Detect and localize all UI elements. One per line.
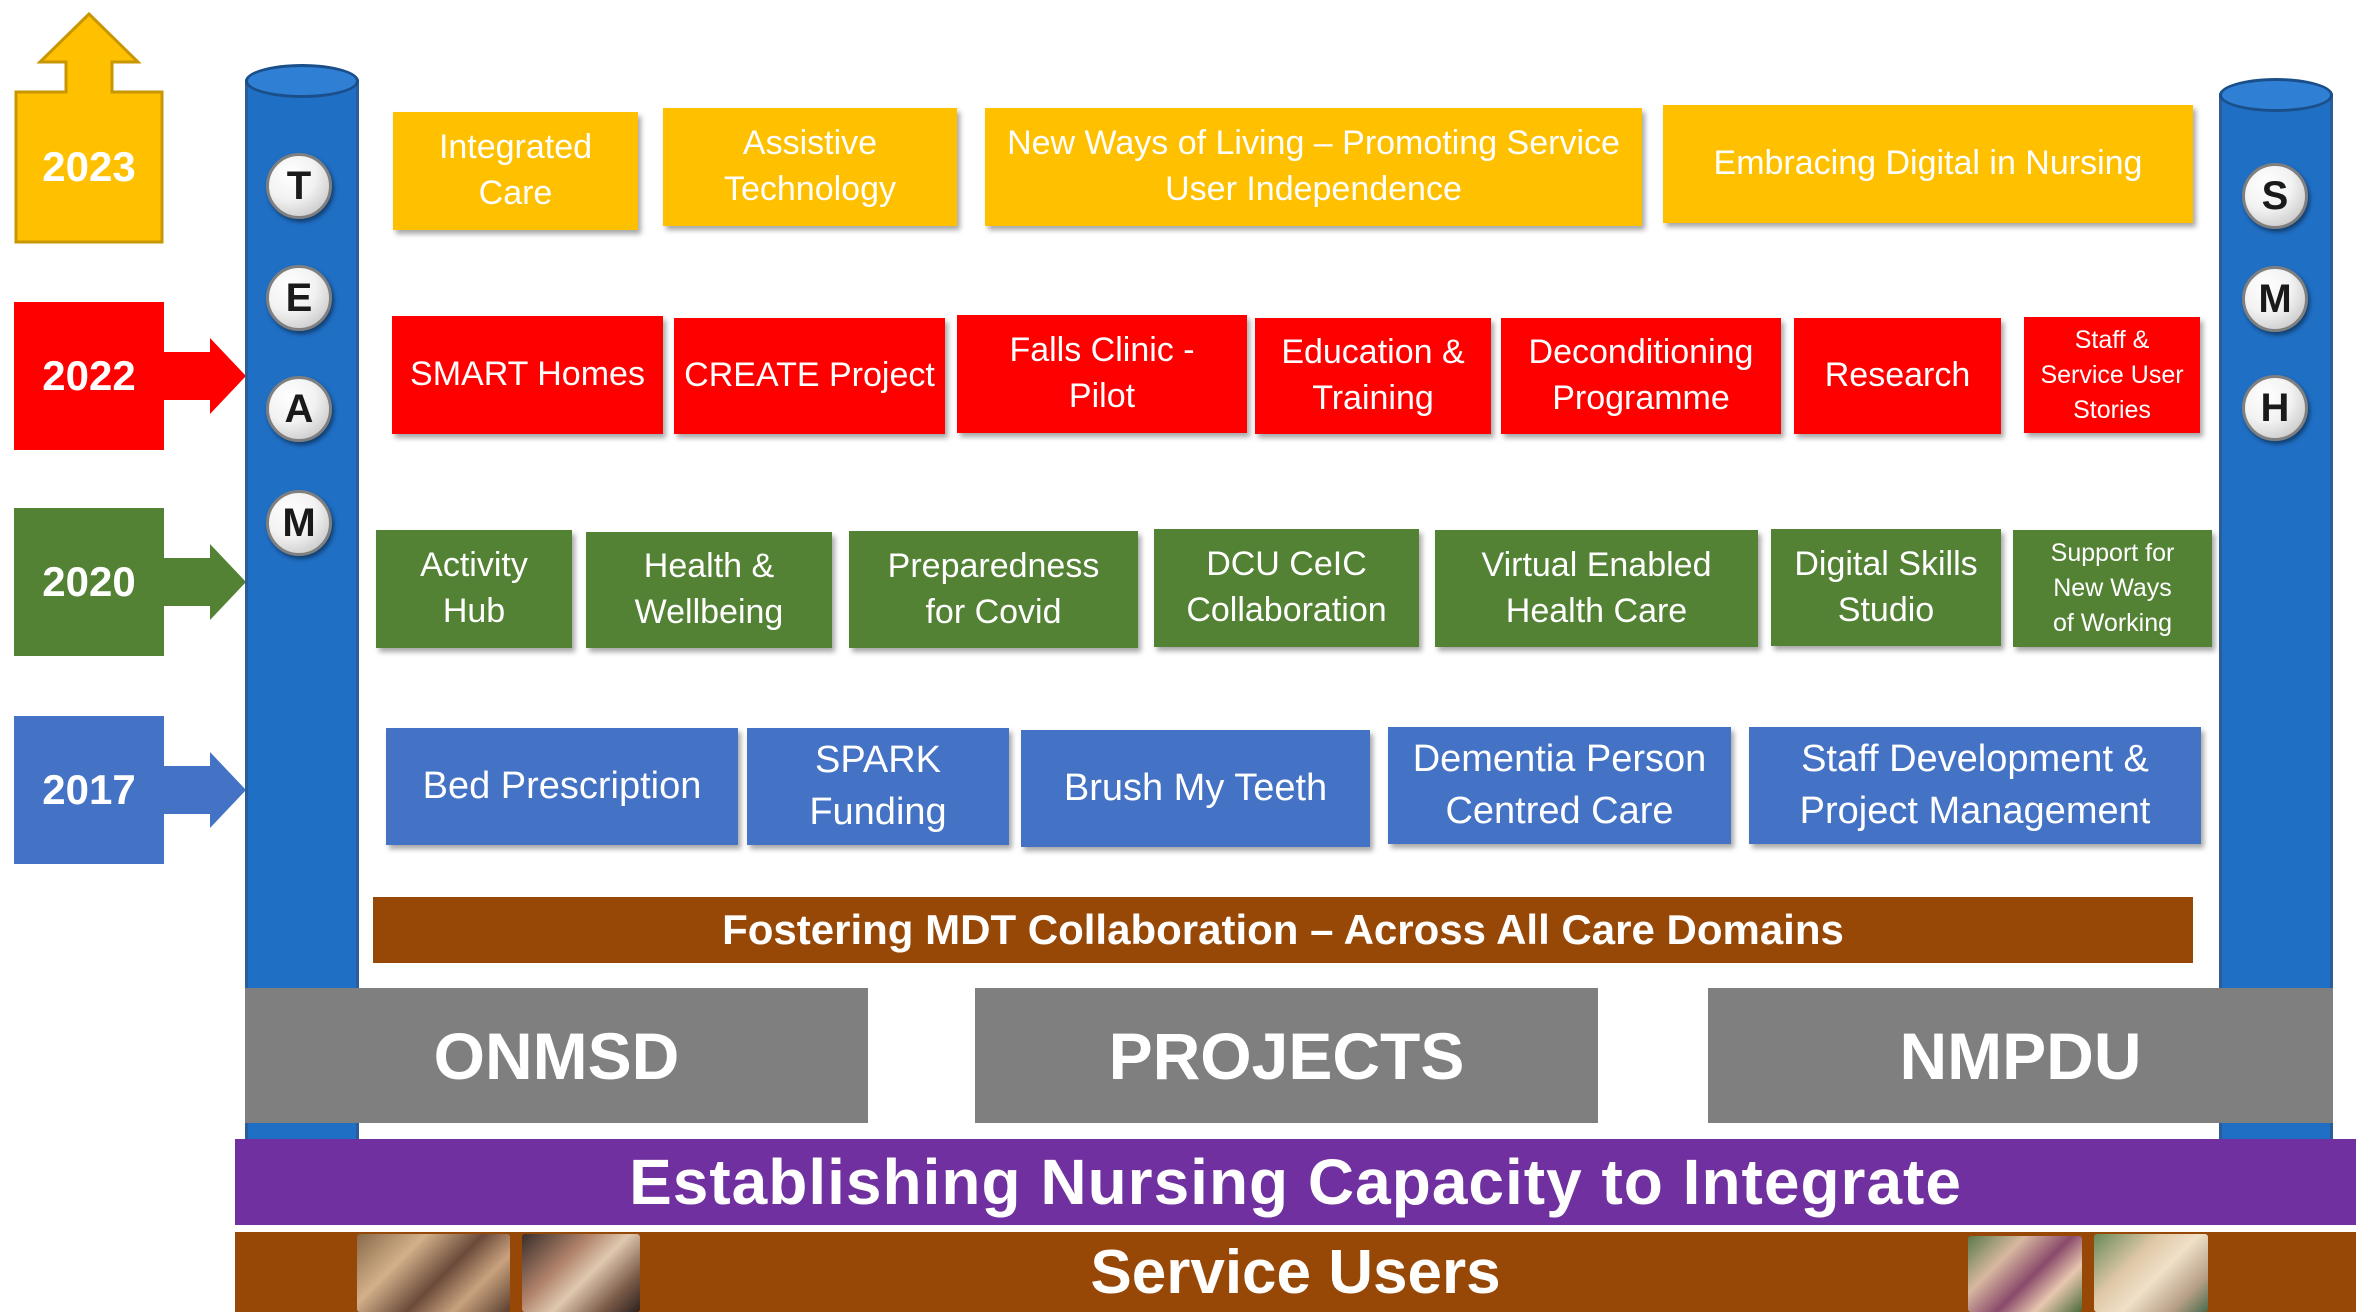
year-2020-arrow: 2020 [14,508,246,656]
right-pillar [2219,94,2333,1140]
box-activity-hub: Activity Hub [376,530,572,648]
team-letter-a: A [266,376,332,442]
year-2020-label: 2020 [42,558,136,605]
left-pillar-top [245,64,359,98]
box-new-ways-of-living: New Ways of Living – Promoting Service U… [985,108,1642,226]
base-onmsd: ONMSD [245,988,868,1123]
box-staff-development-project-management: Staff Development & Project Management [1749,727,2201,844]
right-arrow-icon [14,302,246,450]
service-user-photo-4 [2094,1234,2208,1312]
team-letter-m: M [266,490,332,556]
service-user-photo-3 [1968,1236,2082,1312]
service-users-label: Service Users [1090,1237,1501,1307]
year-2023-arrow: 2023 [14,12,164,244]
smh-letter-h: H [2242,375,2308,441]
box-support-new-ways-working: Support for New Ways of Working [2013,530,2212,647]
year-2017-arrow: 2017 [14,716,246,864]
year-2023-label: 2023 [42,143,136,190]
box-staff-service-user-stories: Staff & Service User Stories [2024,317,2200,433]
box-health-wellbeing: Health & Wellbeing [586,532,832,648]
year-2022-label: 2022 [42,352,136,399]
right-arrow-icon [14,716,246,864]
smh-letter-m: M [2242,266,2308,332]
box-bed-prescription: Bed Prescription [386,728,738,845]
year-2022-arrow: 2022 [14,302,246,450]
box-education-training: Education & Training [1255,318,1491,434]
base-projects: PROJECTS [975,988,1598,1123]
service-user-photo-2 [522,1234,640,1312]
box-integrated-care: Integrated Care [393,112,638,230]
box-assistive-technology: Assistive Technology [663,108,957,226]
box-dementia-person-centred-care: Dementia Person Centred Care [1388,727,1731,844]
box-create-project: CREATE Project [674,318,945,434]
service-user-photo-1 [357,1234,510,1312]
box-embracing-digital: Embracing Digital in Nursing [1663,105,2193,223]
up-arrow-icon [14,12,164,244]
year-2017-label: 2017 [42,766,136,813]
left-pillar [245,80,359,1140]
right-pillar-top [2219,78,2333,112]
capacity-banner: Establishing Nursing Capacity to Integra… [235,1139,2356,1225]
smh-letter-s: S [2242,163,2308,229]
team-letter-t: T [266,153,332,219]
box-brush-my-teeth: Brush My Teeth [1021,730,1370,847]
box-dcu-ceic-collaboration: DCU CeIC Collaboration [1154,529,1419,647]
box-falls-clinic: Falls Clinic - Pilot [957,315,1247,433]
box-spark-funding: SPARK Funding [747,728,1009,845]
base-nmpdu: NMPDU [1708,988,2333,1123]
box-smart-homes: SMART Homes [392,316,663,434]
mdt-collaboration-banner: Fostering MDT Collaboration – Across All… [373,897,2193,963]
box-preparedness-covid: Preparedness for Covid [849,531,1138,648]
box-virtual-enabled-health-care: Virtual Enabled Health Care [1435,530,1758,647]
box-research: Research [1794,318,2001,434]
team-letter-e: E [266,265,332,331]
box-deconditioning-programme: Deconditioning Programme [1501,318,1781,434]
box-digital-skills-studio: Digital Skills Studio [1771,529,2001,646]
right-arrow-icon [14,508,246,656]
